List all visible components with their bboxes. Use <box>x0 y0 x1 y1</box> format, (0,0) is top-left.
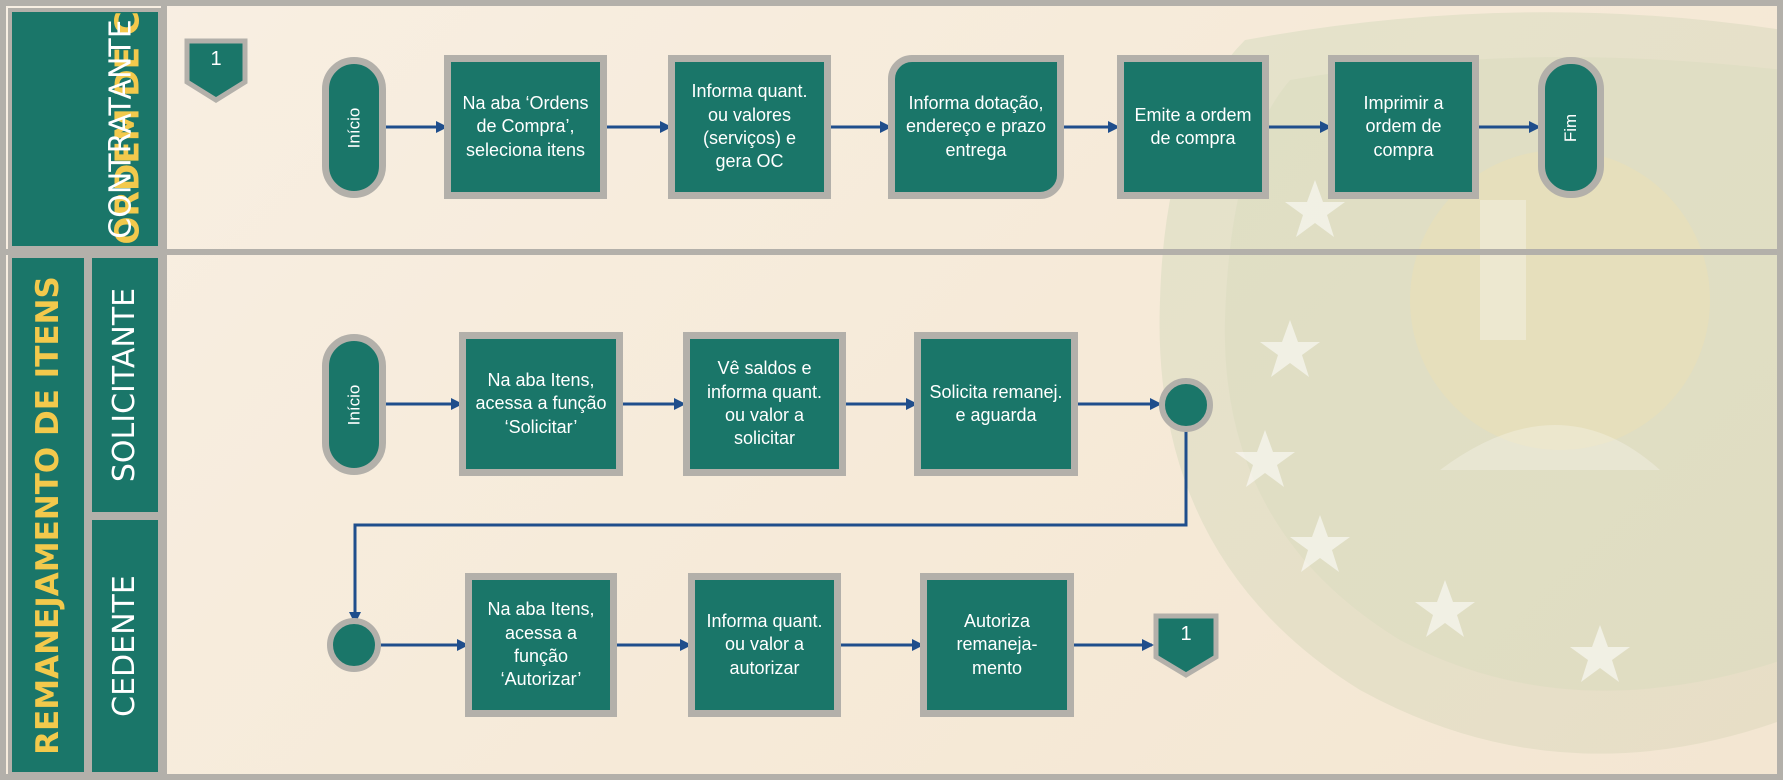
connector-label: 1 <box>1180 623 1192 645</box>
process-box: Na aba ‘Ordens de Compra’, seleciona ite… <box>444 55 607 199</box>
process-box: Solicita remanej. e aguarda <box>914 332 1078 476</box>
connector-circle <box>1159 378 1213 432</box>
connector-label: 1 <box>210 48 222 70</box>
process-box: Na aba Itens, acessa a função ‘Solicitar… <box>459 332 623 476</box>
pentagon-shape <box>1153 613 1219 678</box>
offpage-connector-1: 1 <box>1153 613 1219 679</box>
end-label: Fim <box>1560 113 1580 142</box>
lane-title-remanejamento: REMANEJAMENTO DE ITENS <box>8 254 88 776</box>
end-terminal: Fim <box>1538 57 1604 198</box>
process-box-rounded: Informa dotação, endereço e prazo entreg… <box>888 55 1064 199</box>
lane-role-cedente: CEDENTE <box>88 516 162 776</box>
offpage-connector-1: 1 <box>184 38 248 104</box>
start-terminal: Início <box>322 334 386 475</box>
process-box: Informa quant. ou valor a autorizar <box>688 573 841 717</box>
process-box: Imprimir a ordem de compra <box>1328 55 1479 199</box>
process-box: Na aba Itens, acessa a função ‘Autorizar… <box>465 573 617 717</box>
process-box: Emite a ordem de compra <box>1117 55 1269 199</box>
start-label: Início <box>343 107 363 148</box>
process-box: Autoriza remaneja-mento <box>920 573 1074 717</box>
process-box: Informa quant. ou valores (serviços) e g… <box>668 55 831 199</box>
lane-role-solicitante: SOLICITANTE <box>88 254 162 516</box>
start-label: Início <box>343 384 363 425</box>
start-terminal: Início <box>322 57 386 198</box>
process-box: Vê saldos e informa quant. ou valor a so… <box>683 332 846 476</box>
pentagon-shape <box>184 38 248 103</box>
lane-title-ordem-compra: ORDEM DE COMPRA <box>8 8 162 250</box>
connector-circle <box>327 618 381 672</box>
